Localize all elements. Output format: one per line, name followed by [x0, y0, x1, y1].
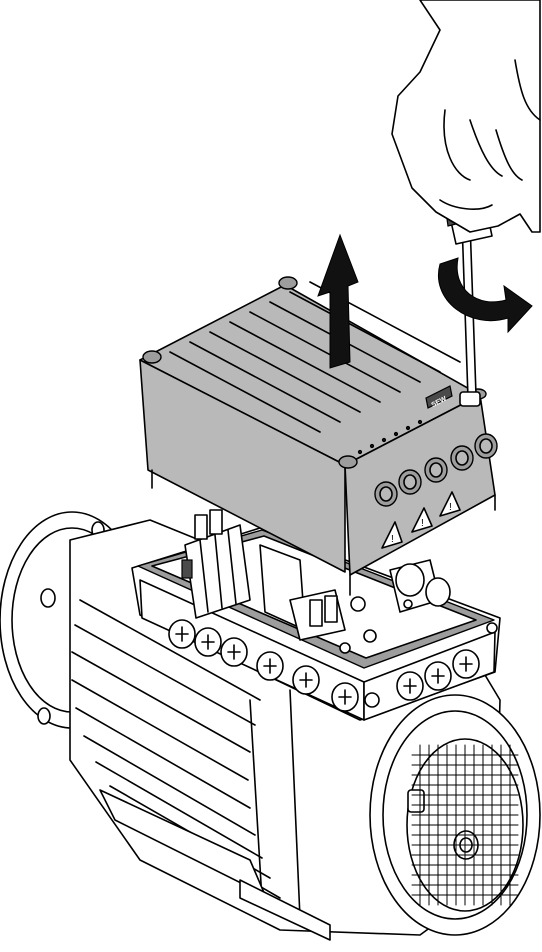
lift-up-arrow [317, 233, 359, 369]
cover-gland-row [374, 433, 498, 507]
cable-gland-row [168, 619, 480, 712]
status-led-row [357, 419, 423, 455]
cable-gland [220, 637, 248, 667]
cover-rib [209, 331, 361, 413]
cover-rib [249, 311, 401, 393]
cover-rib [189, 341, 341, 423]
svg-text:!: ! [449, 502, 452, 513]
svg-text:!: ! [421, 518, 424, 529]
terminal-blocks [181, 509, 451, 654]
cover-rib [289, 291, 441, 373]
warning-labels: ! ! ! [381, 491, 461, 549]
cover-cable-gland [474, 433, 498, 459]
cable-gland [168, 619, 196, 649]
cable-gland [452, 649, 480, 679]
cable-gland [424, 661, 452, 691]
cover-cable-gland [374, 481, 398, 507]
cover-rib [229, 321, 381, 403]
rotate-arrow [438, 257, 533, 334]
cable-gland [194, 627, 222, 657]
cover-cable-gland [450, 445, 474, 471]
cable-gland [396, 671, 424, 701]
cable-gland [331, 682, 359, 712]
cover-rib [169, 351, 321, 433]
inverter-cover: SEW ! ! ! [139, 276, 498, 596]
cover-bolts [142, 276, 496, 596]
cover-cable-gland [398, 469, 422, 495]
cable-gland [292, 665, 320, 695]
cover-cable-gland [424, 457, 448, 483]
terminal-box [131, 509, 501, 721]
hand [391, 0, 541, 233]
cable-gland [256, 651, 284, 681]
svg-text:!: ! [391, 534, 394, 545]
fan-grille [411, 744, 519, 906]
